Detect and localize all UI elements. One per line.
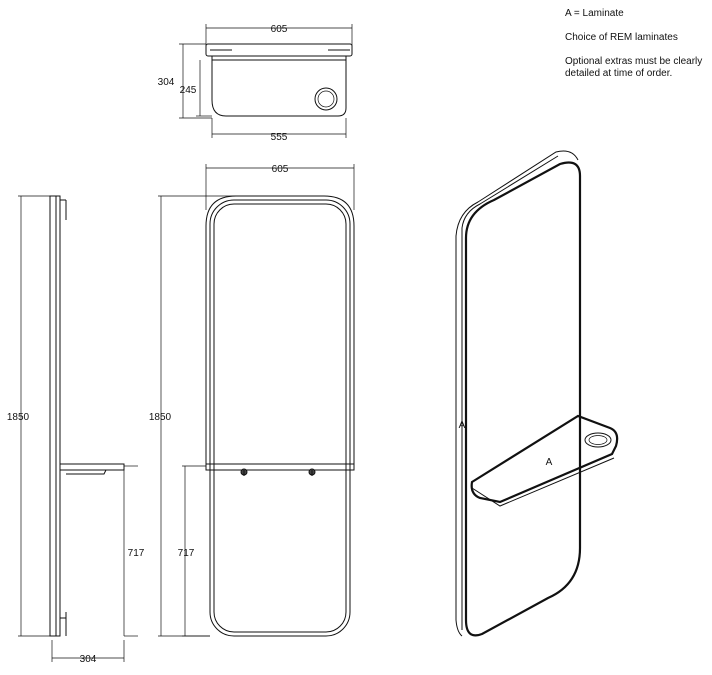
dim-side-height: 1850	[7, 412, 30, 423]
note-optional: Optional extras must be clearly detailed…	[565, 56, 703, 79]
notes-block: A = Laminate Choice of REM laminates Opt…	[565, 8, 710, 92]
shelf-material-label: A	[546, 457, 553, 468]
dim-top-depth-unit: 245	[180, 85, 197, 96]
front-view: 605 1850 717	[149, 164, 355, 637]
note-laminate: A = Laminate	[565, 8, 624, 19]
perspective-view: A A	[455, 150, 619, 637]
dim-front-unit-height: 717	[178, 548, 195, 559]
top-view: 605 304 245 555	[158, 24, 353, 143]
dim-side-unit-height: 717	[128, 548, 145, 559]
dim-front-width: 605	[272, 164, 289, 175]
dim-top-depth-total: 304	[158, 77, 175, 88]
note-choice: Choice of REM laminates	[565, 32, 678, 43]
dim-side-depth: 304	[80, 654, 97, 665]
panel-material-label: A	[459, 420, 466, 431]
dim-front-height: 1850	[149, 412, 172, 423]
side-view: 1850 717 304	[7, 195, 145, 665]
dim-top-unit-width: 555	[271, 132, 288, 143]
dim-top-width: 605	[271, 24, 288, 35]
